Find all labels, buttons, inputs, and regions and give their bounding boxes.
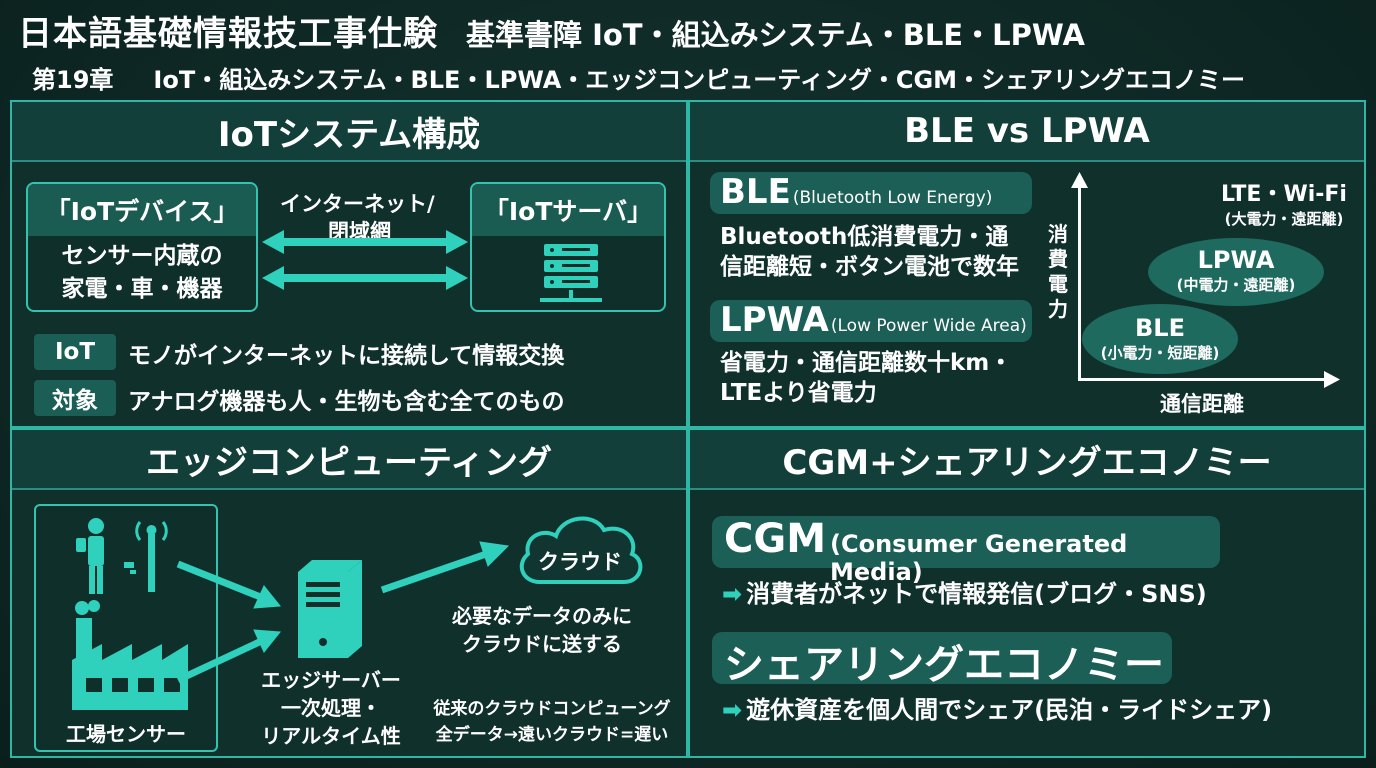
ble-lpwa-panel: BLE vs LPWA BLE (Bluetooth Low Energy) B… bbox=[688, 100, 1366, 428]
lpwa-abbr: LPWA bbox=[720, 300, 829, 340]
bidirectional-arrows-icon bbox=[262, 230, 468, 290]
lpwa-ellipse: LPWA (中電力・遠距離) bbox=[1148, 238, 1324, 306]
ble-ellipse: BLE (小電力・短距離) bbox=[1082, 304, 1238, 374]
ble-panel-title: BLE vs LPWA bbox=[690, 102, 1364, 162]
edge-note: 必要なデータのみに クラウドに送する bbox=[452, 604, 632, 656]
arrow-right-icon: ➡ bbox=[722, 580, 743, 608]
main-title: 日本語基礎情報技工事仕験 bbox=[18, 14, 438, 54]
ble-description: Bluetooth低消費電力・通 信距離短・ボタン電池で数年 bbox=[720, 222, 1019, 282]
subtitle: 基準書障 IoT・組込みシステム・BLE・LPWA bbox=[466, 18, 1085, 52]
ble-pill: BLE (Bluetooth Low Energy) bbox=[710, 172, 1032, 214]
chart-axes bbox=[1071, 172, 1340, 388]
sharing-title: シェアリングエコノミー bbox=[724, 642, 1164, 688]
flow-arrows-icon bbox=[176, 541, 510, 684]
cgm-fullname: (Consumer Generated Media) bbox=[830, 530, 1128, 586]
x-axis-label: 通信距離 bbox=[1160, 392, 1244, 416]
iot-panel: IoTシステム構成 「IoTデバイス」 センサー内蔵の 家電・車・機器 インター… bbox=[10, 100, 688, 428]
cloud-label: クラウド bbox=[538, 550, 622, 574]
power-range-chart: 消 費 電 力 通信距離 LTE・Wi-Fi (大電力・遠距離) LPWA (中… bbox=[1042, 168, 1358, 418]
iot-device-desc-line2: 家電・車・機器 bbox=[61, 276, 223, 302]
iot-device-desc: センサー内蔵の 家電・車・機器 bbox=[28, 240, 256, 306]
iot-tag-target: 対象 bbox=[34, 380, 116, 416]
edge-server-label: エッジサーバー 一次処理・ リアルタイム性 bbox=[261, 668, 401, 748]
chapter-number: 第19章 bbox=[32, 66, 114, 94]
person-icon bbox=[76, 518, 104, 594]
page-header: 日本語基礎情報技工事仕験 基準書障 IoT・組込みシステム・BLE・LPWA bbox=[18, 6, 1085, 56]
iot-device-box: 「IoTデバイス」 センサー内蔵の 家電・車・機器 bbox=[26, 182, 258, 312]
lpwa-desc-line2: LTEより省電力 bbox=[720, 380, 877, 406]
lpwa-pill: LPWA (Low Power Wide Area) bbox=[710, 300, 1032, 342]
ble-desc-line1: Bluetooth低消費電力・通 bbox=[720, 224, 1009, 250]
ble-abbr: BLE bbox=[720, 172, 791, 212]
arrow-right-icon: ➡ bbox=[722, 696, 743, 724]
iot-target-desc: アナログ機器も人・生物も含む全てのもの bbox=[128, 389, 565, 415]
factory-icon bbox=[72, 600, 188, 710]
ble-desc-line2: 信距離短・ボタン電池で数年 bbox=[720, 254, 1019, 280]
legacy-cloud-note: 従来のクラウドコンピューング 全データ→遠いクラウド=遅い bbox=[433, 699, 671, 745]
cgm-panel: CGM+シェアリングエコノミー CGM (Consumer Generated … bbox=[688, 428, 1366, 758]
iot-panel-title: IoTシステム構成 bbox=[12, 102, 686, 162]
lte-label: LTE・Wi-Fi (大電力・遠距離) bbox=[1221, 182, 1347, 228]
cloud-icon bbox=[519, 516, 643, 584]
iot-server-heading: 「IoTサーバ」 bbox=[472, 184, 664, 236]
cgm-abbr: CGM bbox=[724, 516, 826, 562]
cgm-description: ➡消費者がネットで情報発信(ブログ・SNS) bbox=[722, 580, 1207, 608]
iot-tag-iot: IoT bbox=[34, 334, 116, 370]
chapter-line: 第19章 IoT・組込みシステム・BLE・LPWA・エッジコンピューティング・CG… bbox=[32, 60, 1245, 95]
edge-server-icon bbox=[298, 560, 362, 658]
ble-fullname: (Bluetooth Low Energy) bbox=[792, 188, 993, 208]
iot-definition: モノがインターネットに接続して情報交換 bbox=[128, 343, 565, 369]
lpwa-desc-line1: 省電力・通信距離数十km・ bbox=[720, 350, 1013, 376]
signal-tower-icon bbox=[124, 521, 168, 592]
lpwa-description: 省電力・通信距離数十km・ LTEより省電力 bbox=[720, 348, 1012, 408]
y-axis-label: 消 費 電 力 bbox=[1048, 222, 1068, 321]
cgm-pill: CGM (Consumer Generated Media) bbox=[712, 516, 1220, 586]
server-icon bbox=[540, 244, 602, 302]
edge-panel: エッジコンピューティング bbox=[10, 428, 688, 758]
iot-device-desc-line1: センサー内蔵の bbox=[61, 243, 223, 269]
network-label-1: インターネット/ bbox=[280, 192, 435, 216]
cgm-panel-title: CGM+シェアリングエコノミー bbox=[690, 430, 1364, 490]
sharing-pill: シェアリングエコノミー bbox=[712, 632, 1172, 688]
lpwa-fullname: (Low Power Wide Area) bbox=[830, 316, 1027, 336]
sensor-group-box: 工場センサー bbox=[34, 504, 218, 752]
edge-panel-title: エッジコンピューティング bbox=[12, 430, 686, 490]
sharing-description: ➡遊休資産を個人間でシェア(民泊・ライドシェア) bbox=[722, 696, 1273, 724]
iot-server-box: 「IoTサーバ」 bbox=[470, 182, 666, 312]
factory-sensor-label: 工場センサー bbox=[66, 722, 186, 746]
iot-device-heading: 「IoTデバイス」 bbox=[28, 184, 256, 236]
chapter-topics: IoT・組込みシステム・BLE・LPWA・エッジコンピューティング・CGM・シェ… bbox=[153, 66, 1246, 94]
